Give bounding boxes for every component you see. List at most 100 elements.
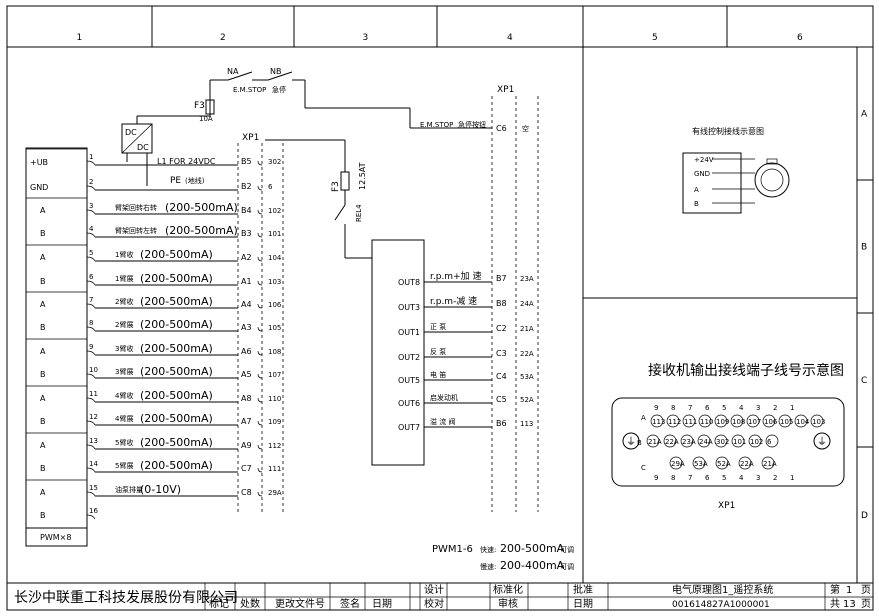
design-label: 设计 — [424, 583, 444, 596]
wired-label: B — [694, 200, 699, 208]
signal-name: 4臂展 — [115, 414, 133, 423]
xp1-left-pin: A9 — [241, 441, 252, 450]
nb-switch — [267, 71, 293, 81]
row-label: D — [861, 511, 868, 521]
connector-pin — [765, 434, 779, 448]
output-function: 反 泵 — [430, 347, 446, 356]
signal-range: (200-500mA) — [140, 248, 213, 261]
connector-pin-number: 1 — [790, 474, 794, 482]
title-block-mark: 日期 — [372, 598, 392, 610]
connector-pin-number: 3 — [756, 474, 760, 482]
receiver-output: OUT2 — [398, 353, 420, 362]
connector-pin — [682, 414, 696, 428]
terminal-hook — [86, 185, 96, 191]
fuse-mid-name: F3 — [331, 181, 341, 192]
estop-right-note: 急停按钮 — [458, 120, 486, 129]
xp1-left-pin: A1 — [241, 277, 252, 286]
signal-range: (200-500mA) — [165, 201, 238, 214]
connector-pin-number: 7 — [688, 474, 692, 482]
xp1-left-hook — [257, 280, 263, 286]
page-label: 第 — [830, 583, 840, 596]
connector-pin — [650, 414, 664, 428]
xp1-right-title: XP1 — [497, 85, 514, 95]
connector-pin-label: 112 — [668, 418, 681, 426]
xp1-left-wire: 108 — [268, 348, 281, 356]
title-block-mark: 标记 — [209, 598, 229, 610]
xp1-left-wire: 101 — [268, 230, 281, 238]
xp1-left-wire: 106 — [268, 301, 282, 309]
xp1-right-wire: 113 — [520, 420, 533, 428]
rel4-label: REL4 — [355, 204, 363, 222]
terminal-label: B — [40, 323, 46, 332]
connector-pin — [669, 456, 683, 470]
dcdc-diagonal — [121, 123, 153, 154]
xp1-left-hook — [257, 491, 263, 497]
row-dividers — [857, 179, 873, 448]
connector-title: 接收机输出接线端子线号示意图 — [648, 362, 844, 379]
xp1-left-wire: 105 — [268, 324, 281, 332]
terminal-number: 9 — [89, 343, 93, 351]
signal-name: 油泵排量 — [115, 485, 143, 494]
connector-pin-label: 113 — [652, 418, 665, 426]
approve-label: 批准 — [573, 583, 593, 596]
connector-pin-label: 21A — [763, 460, 777, 468]
connector-pin-label: 104 — [796, 418, 810, 426]
title-block-mark: 签名 — [340, 597, 360, 610]
pwm-fast-range: 200-500mA — [500, 542, 565, 555]
connector-pin-label: 52A — [717, 460, 731, 468]
c6-note: 空 — [522, 124, 529, 133]
xp1-left-pin: A5 — [241, 370, 252, 379]
estop-circuit: NA NB E.M.STOP 急停 E.M.STOP 急停按钮 F3 10A F… — [194, 67, 492, 259]
column-dividers — [151, 6, 728, 47]
column-label: 1 — [77, 33, 83, 43]
connector-pin-label: 106 — [764, 418, 778, 426]
signal-range: (200-500mA) — [140, 459, 213, 472]
connector-pin-number: 9 — [654, 474, 658, 482]
xp1-left-hook — [257, 303, 263, 309]
xp1-left-hook — [257, 326, 263, 332]
page-unit: 页 — [861, 584, 871, 596]
terminal-hook — [86, 491, 96, 497]
connector-pin-label: 302 — [716, 438, 729, 446]
connector-pin — [746, 414, 760, 428]
terminal-number: 8 — [89, 319, 93, 327]
terminal-hook — [86, 303, 96, 309]
receiver-output: OUT3 — [398, 303, 420, 312]
terminal-label: A — [40, 300, 46, 309]
connector-pin-number: 5 — [722, 474, 726, 482]
xp1-left-hook — [257, 256, 263, 262]
connector-pin — [714, 414, 728, 428]
na-label: NA — [227, 67, 239, 76]
xp1-left-title: XP1 — [242, 133, 259, 143]
connector-pin-label: 6 — [767, 438, 772, 446]
sheet-frame — [6, 5, 874, 611]
signal-name: 2臂展 — [115, 320, 133, 329]
signal-range: (200-500mA) — [140, 389, 213, 402]
connector-row-c-label: C — [641, 464, 646, 472]
terminal-label: B — [40, 229, 46, 238]
dcdc-converter: DC DC — [121, 115, 210, 186]
terminal-hook — [86, 373, 96, 379]
xp1-left-wire: 6 — [268, 183, 273, 191]
xp1-left-wire: 112 — [268, 442, 281, 450]
terminal-number: 7 — [89, 296, 93, 304]
connector-pin — [663, 434, 677, 448]
signal-name: 3臂展 — [115, 367, 133, 376]
receiver-frame — [371, 239, 425, 466]
na-switch — [227, 71, 253, 81]
connector-row-b-label: B — [637, 439, 642, 447]
xp1-left-pin: C7 — [241, 464, 252, 473]
wired-plug-outer — [754, 162, 790, 198]
xp1-left-pin: C8 — [241, 488, 252, 497]
xp1-left-pin: B3 — [241, 229, 252, 238]
terminal-hook — [86, 420, 96, 426]
connector-pin-label: 53A — [694, 460, 708, 468]
xp1-left-hook — [257, 232, 263, 238]
terminal-number: 13 — [89, 437, 98, 445]
xp1-left-wire: 110 — [268, 395, 281, 403]
connector-row-a-label: A — [641, 414, 646, 422]
connector-pin-number: 7 — [688, 404, 692, 412]
terminal-hook — [86, 467, 96, 473]
